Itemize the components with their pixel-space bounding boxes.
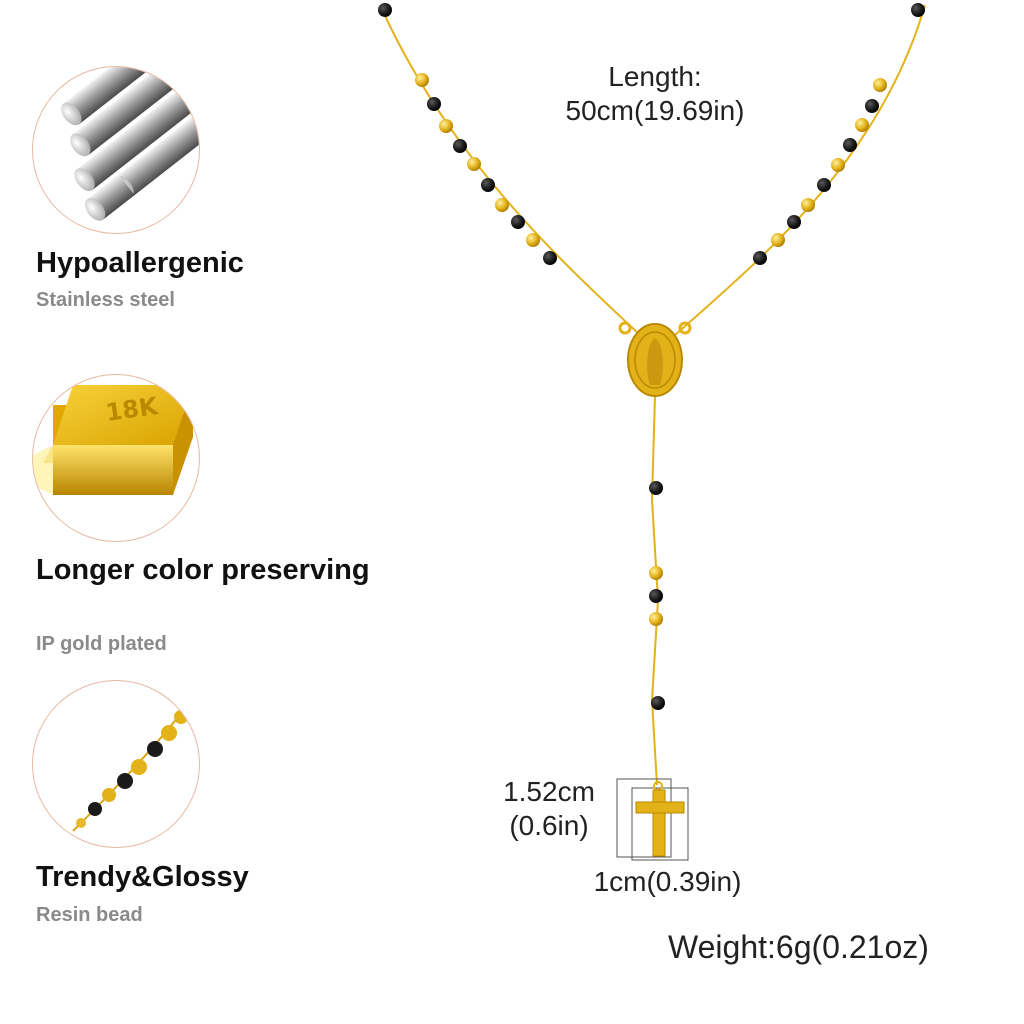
length-annotation: Length: 50cm(19.69in) (545, 60, 765, 128)
right-beads (753, 3, 925, 265)
feature-title: Trendy&Glossy (36, 861, 249, 893)
feature-steel-circle (32, 66, 200, 234)
cross-width: 1cm(0.39in) (593, 866, 742, 897)
feature-subtitle: Resin bead (36, 904, 143, 926)
cross-height-cm: 1.52cm (503, 776, 595, 807)
gold-bar-icon: 18K (33, 385, 193, 495)
feature-title: Hypoallergenic (36, 247, 244, 279)
feature-subtitle: Stainless steel (36, 289, 175, 311)
chain-left (379, 4, 641, 336)
feature-subtitle: IP gold plated (36, 633, 167, 655)
left-beads (378, 3, 557, 265)
feature-title: Longer color preserving (36, 554, 370, 586)
chain-right (674, 4, 926, 336)
feature-bead-circle (32, 680, 200, 848)
rosary-necklace (378, 3, 926, 861)
weight-label: Weight:6g(0.21oz) (668, 929, 929, 965)
cross-height-annotation: 1.52cm (0.6in) (488, 775, 610, 843)
length-label: Length: (608, 61, 702, 92)
bead-chain-icon (72, 710, 188, 832)
cross-pendant (616, 778, 689, 861)
steel-rods-icon (61, 67, 199, 221)
length-value: 50cm(19.69in) (565, 95, 745, 126)
drop-beads (649, 481, 665, 710)
feature-gold-circle: 18K (32, 374, 200, 542)
center-medal (618, 321, 692, 397)
cross-height-in: (0.6in) (509, 810, 589, 841)
